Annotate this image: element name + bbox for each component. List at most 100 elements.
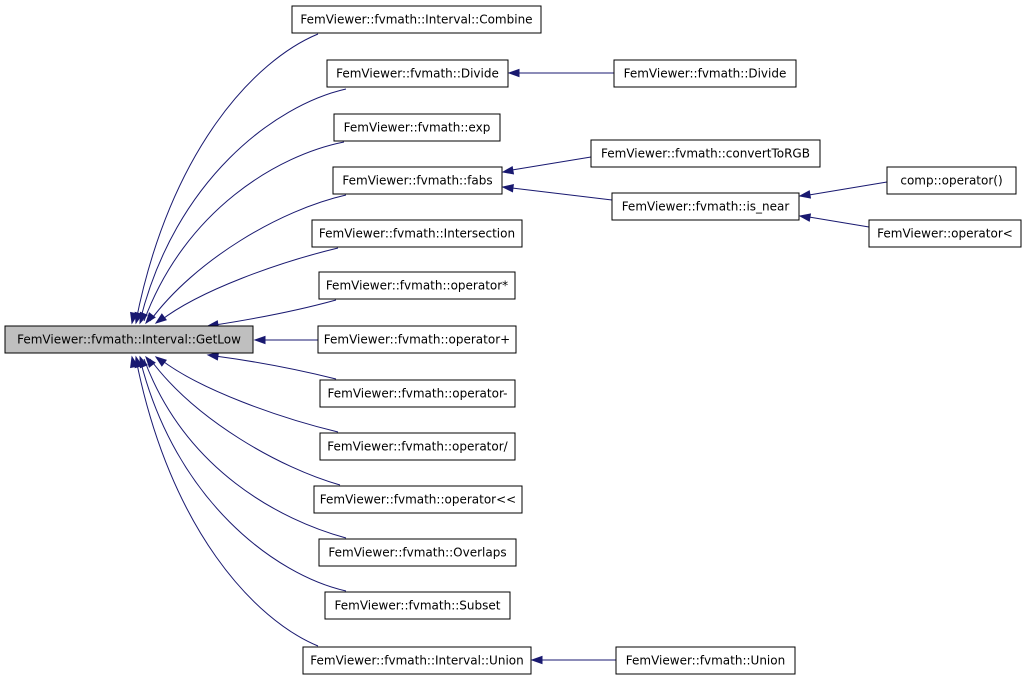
node-divide[interactable]: FemViewer::fvmath::Divide bbox=[326, 59, 509, 88]
edge-converttorgb-fabs bbox=[501, 156, 592, 175]
node-box bbox=[291, 5, 542, 34]
edge-line bbox=[808, 216, 870, 228]
node-box bbox=[590, 139, 821, 168]
node-box bbox=[615, 646, 796, 675]
node-label: FemViewer::fvmath::operator+ bbox=[324, 333, 510, 347]
node-box bbox=[311, 219, 523, 248]
node-fabs[interactable]: FemViewer::fvmath::fabs bbox=[332, 166, 503, 195]
node-label: FemViewer::fvmath::Intersection bbox=[319, 227, 515, 241]
edge-divide2-divide bbox=[507, 68, 614, 78]
node-opminus[interactable]: FemViewer::fvmath::operator- bbox=[319, 379, 516, 408]
node-label: FemViewer::fvmath::is_near bbox=[622, 200, 790, 214]
edge-iunion-root bbox=[130, 355, 319, 647]
node-label: FemViewer::fvmath::Interval::Combine bbox=[300, 13, 532, 27]
edge-opdiv-root bbox=[154, 356, 339, 433]
node-box bbox=[4, 325, 254, 354]
node-divide2[interactable]: FemViewer::fvmath::Divide bbox=[613, 59, 797, 88]
edge-subset-root bbox=[134, 355, 347, 592]
node-oplt[interactable]: FemViewer::operator< bbox=[868, 219, 1022, 248]
node-box bbox=[611, 192, 800, 221]
edge-line bbox=[159, 358, 339, 433]
node-label: FemViewer::fvmath::operator<< bbox=[320, 493, 516, 507]
node-label: FemViewer::fvmath::fabs bbox=[342, 174, 492, 188]
node-opplus[interactable]: FemViewer::fvmath::operator+ bbox=[317, 325, 517, 354]
node-label: FemViewer::fvmath::Divide bbox=[336, 67, 499, 81]
arrowhead-icon bbox=[798, 213, 812, 222]
node-iunion[interactable]: FemViewer::fvmath::Interval::Union bbox=[302, 646, 532, 675]
node-converttorgb[interactable]: FemViewer::fvmath::convertToRGB bbox=[590, 139, 821, 168]
node-label: FemViewer::fvmath::operator* bbox=[326, 279, 508, 293]
node-box bbox=[319, 432, 516, 461]
node-label: FemViewer::fvmath::convertToRGB bbox=[601, 147, 810, 161]
node-intersection[interactable]: FemViewer::fvmath::Intersection bbox=[311, 219, 523, 248]
node-subset[interactable]: FemViewer::fvmath::Subset bbox=[324, 591, 511, 620]
edge-line bbox=[135, 33, 319, 322]
node-label: FemViewer::fvmath::Union bbox=[626, 654, 785, 668]
arrowhead-icon bbox=[798, 190, 812, 199]
node-union[interactable]: FemViewer::fvmath::Union bbox=[615, 646, 796, 675]
node-box bbox=[868, 219, 1022, 248]
edge-compop-isnear bbox=[798, 181, 888, 199]
nodes: FemViewer::fvmath::Interval::GetLowFemVi… bbox=[4, 5, 1022, 675]
node-isnear[interactable]: FemViewer::fvmath::is_near bbox=[611, 192, 800, 221]
node-label: FemViewer::fvmath::Subset bbox=[335, 599, 501, 613]
edge-line bbox=[214, 355, 337, 380]
node-label: FemViewer::fvmath::Interval::GetLow bbox=[17, 333, 241, 347]
node-box bbox=[313, 485, 523, 514]
node-opmul[interactable]: FemViewer::fvmath::operator* bbox=[318, 271, 516, 300]
node-combine[interactable]: FemViewer::fvmath::Interval::Combine bbox=[291, 5, 542, 34]
edge-exp-root bbox=[139, 141, 345, 325]
node-box bbox=[333, 113, 501, 142]
arrowhead-icon bbox=[145, 355, 156, 368]
node-label: FemViewer::fvmath::Overlaps bbox=[328, 546, 506, 560]
arrowhead-icon bbox=[206, 352, 219, 361]
edge-line bbox=[149, 358, 341, 486]
arrowhead-icon bbox=[501, 165, 515, 175]
edge-line bbox=[808, 181, 888, 196]
arrowhead-icon bbox=[154, 313, 167, 324]
node-opshl[interactable]: FemViewer::fvmath::operator<< bbox=[313, 485, 523, 514]
arrowhead-icon bbox=[145, 312, 156, 325]
edge-line bbox=[139, 88, 347, 322]
node-box bbox=[318, 271, 516, 300]
node-label: FemViewer::fvmath::operator/ bbox=[327, 440, 508, 454]
edge-line bbox=[143, 141, 345, 322]
edge-line bbox=[511, 187, 613, 201]
arrowhead-icon bbox=[507, 68, 520, 78]
node-overlaps[interactable]: FemViewer::fvmath::Overlaps bbox=[318, 538, 517, 567]
arrowhead-icon bbox=[154, 356, 167, 367]
arrowhead-icon bbox=[130, 355, 139, 369]
node-box bbox=[319, 379, 516, 408]
arrowhead-icon bbox=[501, 183, 514, 193]
node-label: comp::operator() bbox=[900, 174, 1002, 188]
node-label: FemViewer::fvmath::Interval::Union bbox=[310, 654, 523, 668]
edge-line bbox=[511, 156, 592, 171]
edge-opshl-root bbox=[145, 355, 341, 486]
node-opdiv[interactable]: FemViewer::fvmath::operator/ bbox=[319, 432, 516, 461]
node-label: FemViewer::operator< bbox=[877, 227, 1013, 241]
edge-line bbox=[159, 247, 339, 322]
edge-divide-root bbox=[134, 88, 347, 325]
arrowhead-icon bbox=[139, 311, 148, 325]
edge-line bbox=[149, 194, 347, 322]
node-label: FemViewer::fvmath::operator- bbox=[328, 387, 508, 401]
edge-combine-root bbox=[130, 33, 319, 325]
edge-oplt-isnear bbox=[798, 213, 870, 228]
edge-line bbox=[143, 358, 347, 539]
node-box bbox=[324, 591, 511, 620]
edge-line bbox=[139, 358, 347, 592]
node-root[interactable]: FemViewer::fvmath::Interval::GetLow bbox=[4, 325, 254, 354]
node-box bbox=[613, 59, 797, 88]
edge-line bbox=[135, 358, 319, 647]
edge-opmul-root bbox=[206, 299, 337, 329]
edge-line bbox=[214, 299, 337, 326]
node-exp[interactable]: FemViewer::fvmath::exp bbox=[333, 113, 501, 142]
node-compop[interactable]: comp::operator() bbox=[886, 166, 1017, 195]
edge-isnear-fabs bbox=[501, 183, 613, 201]
arrowhead-icon bbox=[253, 335, 266, 345]
node-box bbox=[886, 166, 1017, 195]
edges bbox=[130, 33, 888, 665]
node-label: FemViewer::fvmath::exp bbox=[344, 121, 491, 135]
node-box bbox=[332, 166, 503, 195]
